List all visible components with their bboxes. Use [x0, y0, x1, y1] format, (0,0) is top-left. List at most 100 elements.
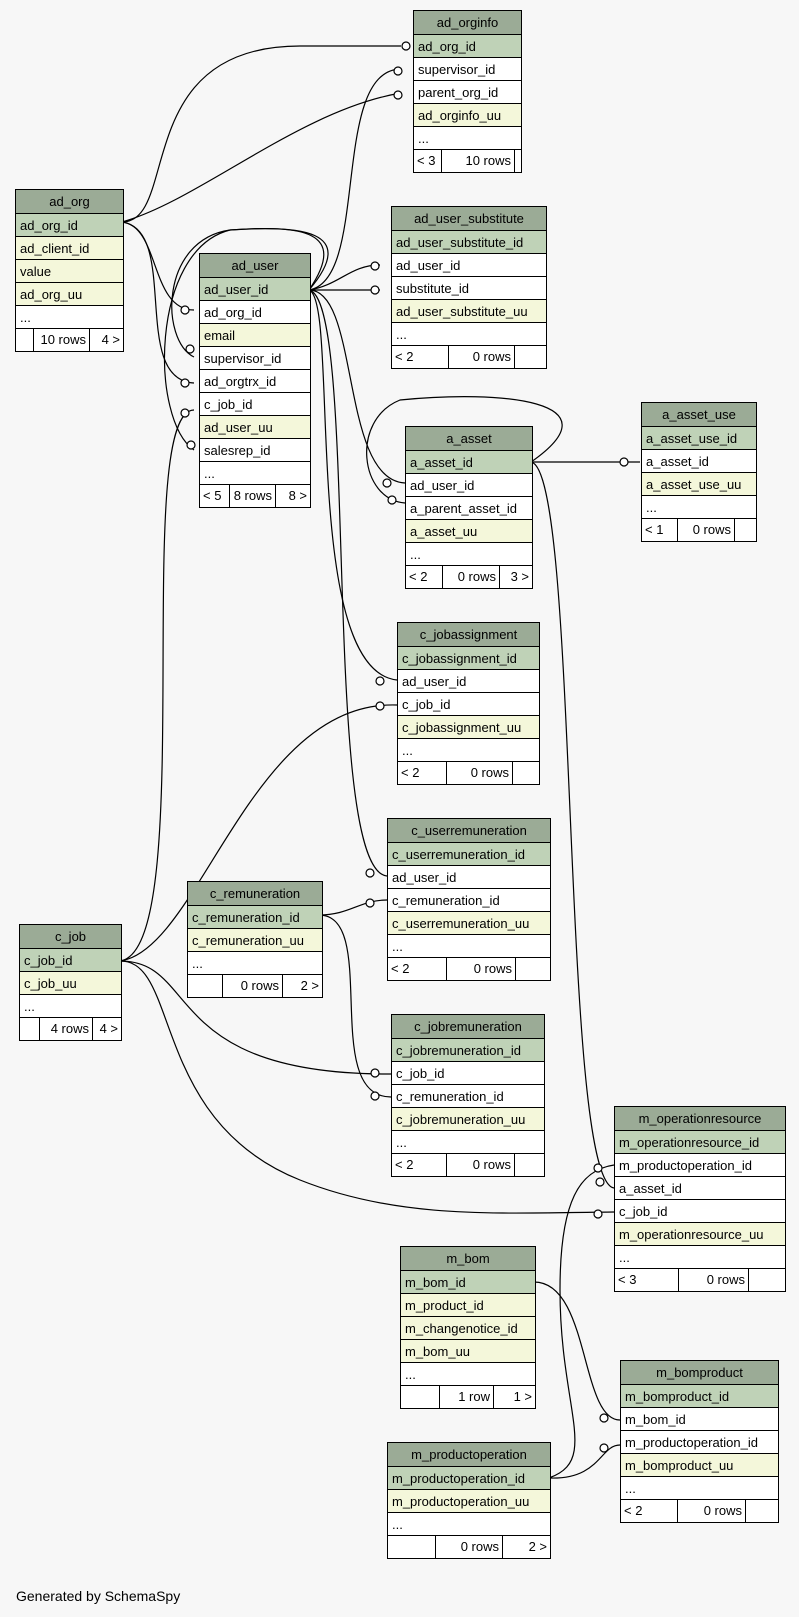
table-title[interactable]: ad_user: [200, 254, 310, 278]
primary-key-column[interactable]: c_jobremuneration_id: [392, 1039, 544, 1062]
primary-key-column[interactable]: ad_user_id: [200, 278, 310, 301]
table-title[interactable]: ad_user_substitute: [392, 207, 546, 231]
indexed-column[interactable]: m_operationresource_uu: [615, 1223, 785, 1246]
children-link[interactable]: 8 >: [288, 488, 307, 503]
column[interactable]: ...: [392, 323, 546, 346]
column[interactable]: substitute_id: [392, 277, 546, 300]
parents-link[interactable]: < 3: [414, 150, 442, 172]
indexed-column[interactable]: m_bomproduct_uu: [621, 1454, 778, 1477]
column[interactable]: ...: [388, 935, 550, 958]
column[interactable]: ...: [406, 543, 532, 566]
children-link[interactable]: [749, 1269, 785, 1291]
parents-link[interactable]: [16, 329, 34, 351]
indexed-column[interactable]: ad_orginfo_uu: [414, 104, 521, 127]
column[interactable]: ...: [642, 496, 756, 519]
children-link[interactable]: 4 >: [101, 332, 120, 347]
column[interactable]: ...: [388, 1513, 550, 1536]
children-link[interactable]: [516, 958, 550, 980]
children-link[interactable]: [746, 1500, 778, 1522]
parents-link[interactable]: < 2: [392, 1154, 447, 1176]
table-title[interactable]: m_operationresource: [615, 1107, 785, 1131]
primary-key-column[interactable]: m_operationresource_id: [615, 1131, 785, 1154]
indexed-column[interactable]: c_userremuneration_uu: [388, 912, 550, 935]
column[interactable]: m_productoperation_id: [615, 1154, 785, 1177]
column[interactable]: ...: [200, 462, 310, 485]
column[interactable]: ...: [615, 1246, 785, 1269]
column[interactable]: a_parent_asset_id: [406, 497, 532, 520]
column[interactable]: ...: [188, 952, 322, 975]
table-title[interactable]: m_productoperation: [388, 1443, 550, 1467]
column[interactable]: c_remuneration_id: [392, 1085, 544, 1108]
indexed-column[interactable]: m_bom_uu: [401, 1340, 535, 1363]
table-title[interactable]: c_jobremuneration: [392, 1015, 544, 1039]
primary-key-column[interactable]: a_asset_use_id: [642, 427, 756, 450]
primary-key-column[interactable]: c_jobassignment_id: [398, 647, 539, 670]
table-title[interactable]: m_bomproduct: [621, 1361, 778, 1385]
children-link[interactable]: [515, 346, 546, 368]
primary-key-column[interactable]: c_userremuneration_id: [388, 843, 550, 866]
column[interactable]: ...: [20, 995, 121, 1018]
indexed-column[interactable]: email: [200, 324, 310, 347]
children-link[interactable]: [513, 762, 539, 784]
table-title[interactable]: ad_orginfo: [414, 11, 521, 35]
children-link[interactable]: 3 >: [510, 569, 529, 584]
children-link[interactable]: 1 >: [513, 1389, 532, 1404]
primary-key-column[interactable]: c_remuneration_id: [188, 906, 322, 929]
primary-key-column[interactable]: c_job_id: [20, 949, 121, 972]
column[interactable]: ad_org_id: [200, 301, 310, 324]
column[interactable]: ad_user_id: [392, 254, 546, 277]
table-title[interactable]: a_asset: [406, 427, 532, 451]
primary-key-column[interactable]: m_bomproduct_id: [621, 1385, 778, 1408]
column[interactable]: m_productoperation_id: [621, 1431, 778, 1454]
primary-key-column[interactable]: m_productoperation_id: [388, 1467, 550, 1490]
column[interactable]: ad_orgtrx_id: [200, 370, 310, 393]
primary-key-column[interactable]: ad_org_id: [16, 214, 123, 237]
children-link[interactable]: 2 >: [300, 978, 319, 993]
table-title[interactable]: c_userremuneration: [388, 819, 550, 843]
children-link[interactable]: [735, 519, 756, 541]
parents-link[interactable]: < 2: [406, 566, 443, 588]
indexed-column[interactable]: ad_user_uu: [200, 416, 310, 439]
indexed-column[interactable]: a_asset_uu: [406, 520, 532, 543]
column[interactable]: c_job_id: [615, 1200, 785, 1223]
parents-link[interactable]: < 1: [642, 519, 678, 541]
parents-link[interactable]: [20, 1018, 40, 1040]
primary-key-column[interactable]: a_asset_id: [406, 451, 532, 474]
indexed-column[interactable]: a_asset_use_uu: [642, 473, 756, 496]
primary-key-column[interactable]: ad_org_id: [414, 35, 521, 58]
parents-link[interactable]: [388, 1536, 436, 1558]
primary-key-column[interactable]: m_bom_id: [401, 1271, 535, 1294]
indexed-column[interactable]: m_product_id: [401, 1294, 535, 1317]
column[interactable]: c_job_id: [398, 693, 539, 716]
children-link[interactable]: 2 >: [528, 1539, 547, 1554]
parents-link[interactable]: < 2: [392, 346, 449, 368]
indexed-column[interactable]: ad_user_substitute_uu: [392, 300, 546, 323]
parents-link[interactable]: < 3: [615, 1269, 679, 1291]
indexed-column[interactable]: c_job_uu: [20, 972, 121, 995]
parents-link[interactable]: [188, 975, 223, 997]
parents-link[interactable]: < 2: [621, 1500, 678, 1522]
parents-link[interactable]: < 2: [398, 762, 447, 784]
indexed-column[interactable]: c_jobassignment_uu: [398, 716, 539, 739]
column[interactable]: supervisor_id: [414, 58, 521, 81]
column[interactable]: c_remuneration_id: [388, 889, 550, 912]
column[interactable]: c_job_id: [392, 1062, 544, 1085]
column[interactable]: m_bom_id: [621, 1408, 778, 1431]
indexed-column[interactable]: ad_org_uu: [16, 283, 123, 306]
table-title[interactable]: c_remuneration: [188, 882, 322, 906]
column[interactable]: supervisor_id: [200, 347, 310, 370]
table-title[interactable]: m_bom: [401, 1247, 535, 1271]
column[interactable]: ...: [401, 1363, 535, 1386]
children-link[interactable]: [515, 150, 521, 172]
